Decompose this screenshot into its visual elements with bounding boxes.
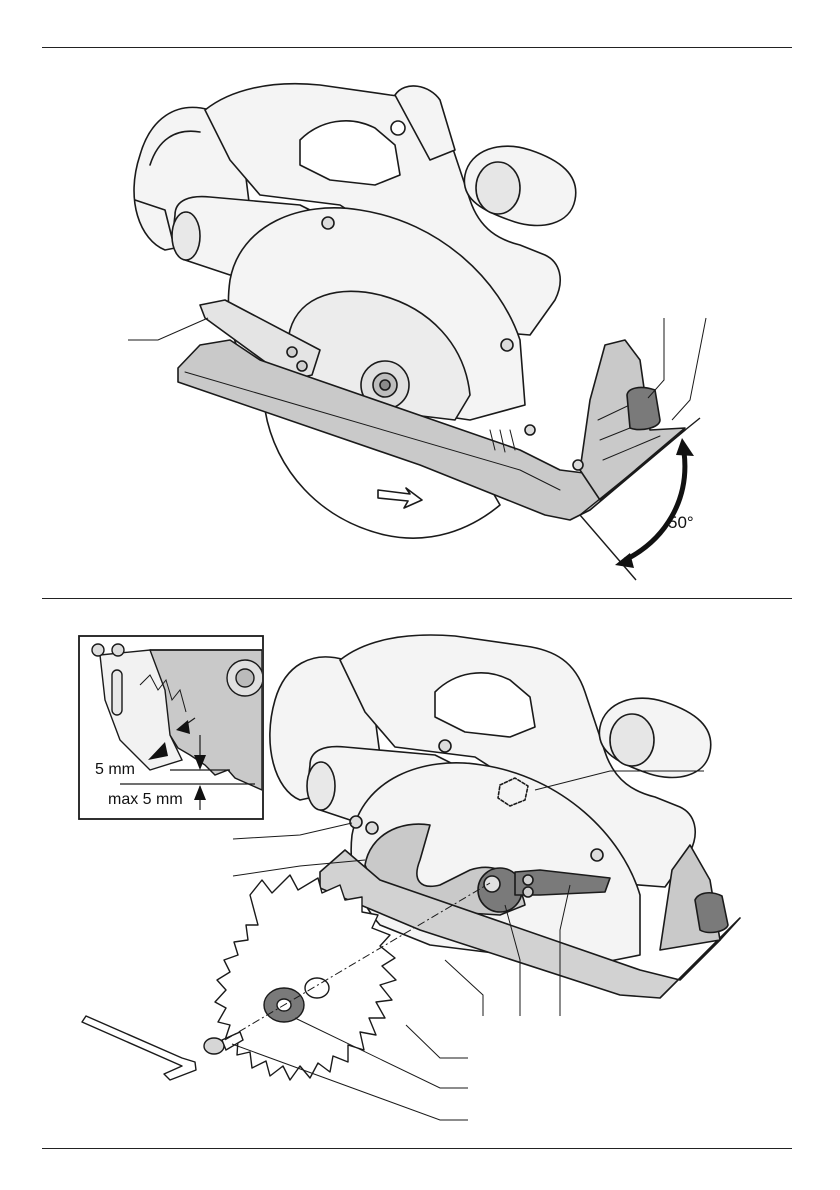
leader-blade [406,1025,468,1058]
hex-key [82,1016,196,1080]
leader-axis [445,960,483,1016]
inset-max-label: max 5 mm [108,791,183,809]
leader-guard-screw [233,823,352,839]
inset-clearance-label: 5 mm [95,761,135,779]
